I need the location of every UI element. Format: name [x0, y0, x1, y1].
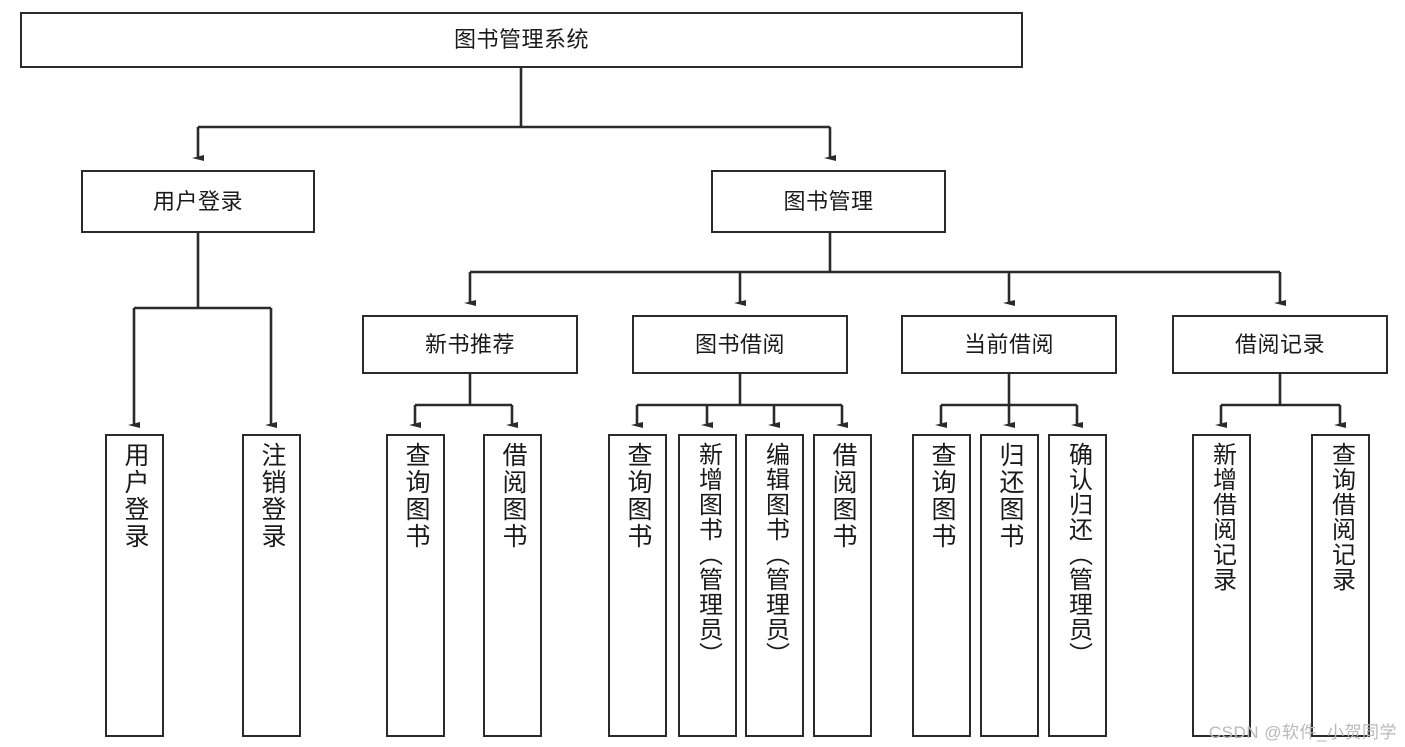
node-book-borrow-label: 图书借阅 — [694, 331, 785, 357]
node-leaf-add-record[interactable]: 新增借阅记录 — [1192, 434, 1251, 737]
node-leaf-confirm-return[interactable]: 确认归还（管理员） — [1048, 434, 1107, 737]
node-leaf-user-login-label: 用户登录 — [121, 442, 149, 550]
node-leaf-query-book-3[interactable]: 查询图书 — [912, 434, 971, 737]
node-leaf-borrow-book-1-label: 借阅图书 — [499, 442, 527, 550]
node-book-manage[interactable]: 图书管理 — [711, 170, 946, 233]
node-leaf-user-logout-label: 注销登录 — [258, 442, 286, 550]
node-leaf-add-record-label: 新增借阅记录 — [1208, 442, 1236, 592]
node-leaf-user-login[interactable]: 用户登录 — [105, 434, 164, 737]
node-leaf-borrow-book-2[interactable]: 借阅图书 — [813, 434, 872, 737]
node-current-borrow-label: 当前借阅 — [963, 331, 1054, 357]
node-leaf-add-book-label: 新增图书（管理员） — [694, 442, 722, 667]
node-root[interactable]: 图书管理系统 — [20, 12, 1023, 68]
node-new-book-recommend[interactable]: 新书推荐 — [362, 315, 578, 374]
node-leaf-query-book-2[interactable]: 查询图书 — [608, 434, 667, 737]
node-current-borrow[interactable]: 当前借阅 — [901, 315, 1117, 374]
node-borrow-record-label: 借阅记录 — [1234, 331, 1325, 357]
node-leaf-confirm-return-label: 确认归还（管理员） — [1064, 442, 1092, 667]
node-leaf-query-book-2-label: 查询图书 — [624, 442, 652, 550]
node-book-borrow[interactable]: 图书借阅 — [632, 315, 848, 374]
node-leaf-borrow-book-1[interactable]: 借阅图书 — [483, 434, 542, 737]
node-leaf-query-book-1[interactable]: 查询图书 — [386, 434, 445, 737]
node-leaf-query-book-1-label: 查询图书 — [402, 442, 430, 550]
node-borrow-record[interactable]: 借阅记录 — [1172, 315, 1388, 374]
node-user-login-label: 用户登录 — [152, 188, 243, 214]
node-leaf-edit-book-label: 编辑图书（管理员） — [761, 442, 789, 667]
node-leaf-borrow-book-2-label: 借阅图书 — [829, 442, 857, 550]
node-new-book-recommend-label: 新书推荐 — [424, 331, 515, 357]
node-leaf-query-record-label: 查询借阅记录 — [1327, 442, 1355, 592]
node-leaf-return-book-label: 归还图书 — [996, 442, 1024, 550]
node-leaf-edit-book[interactable]: 编辑图书（管理员） — [745, 434, 804, 737]
node-leaf-query-book-3-label: 查询图书 — [928, 442, 956, 550]
node-book-manage-label: 图书管理 — [783, 188, 874, 214]
node-leaf-user-logout[interactable]: 注销登录 — [242, 434, 301, 737]
node-leaf-query-record[interactable]: 查询借阅记录 — [1311, 434, 1370, 737]
node-leaf-add-book[interactable]: 新增图书（管理员） — [678, 434, 737, 737]
node-user-login[interactable]: 用户登录 — [81, 170, 315, 233]
node-root-label: 图书管理系统 — [453, 27, 589, 53]
node-leaf-return-book[interactable]: 归还图书 — [980, 434, 1039, 737]
